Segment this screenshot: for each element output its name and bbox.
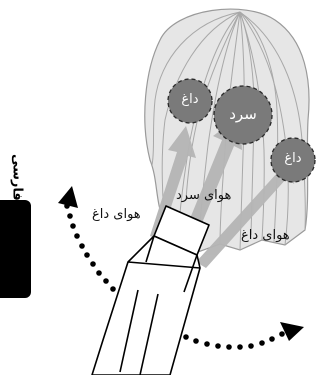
language-tab: [0, 200, 31, 298]
hair-dryer: [91, 205, 210, 375]
hot-air-arrow-left: [150, 126, 196, 240]
cold-air-label: هوای سرد: [176, 188, 232, 203]
hot-air-arrow-right: [196, 150, 301, 268]
temperature-circles: [167, 78, 316, 183]
language-label: فارسی: [9, 153, 25, 201]
hot-circle-left-label: داغ: [181, 92, 199, 107]
swing-arrowhead-bottom: [280, 322, 304, 341]
cold-circle-center: [213, 85, 273, 145]
cold-circle-center-label: سرد: [229, 105, 257, 123]
swing-arrowhead-top: [58, 186, 78, 208]
hot-circle-left: [167, 78, 213, 124]
hot-circle-right-label: داغ: [284, 151, 302, 166]
hot-circle-right: [270, 137, 316, 183]
dryer-body: [91, 235, 201, 375]
hot-air-label-right: هوای داغ: [241, 228, 290, 243]
hot-air-label-left: هوای داغ: [92, 207, 141, 222]
